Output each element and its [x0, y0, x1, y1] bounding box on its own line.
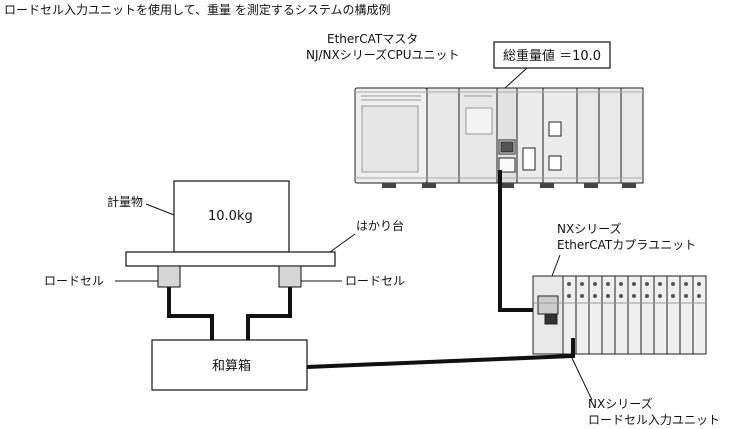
- platform-label: はかり台: [356, 218, 404, 233]
- loadcell-right-label: ロードセル: [345, 274, 405, 288]
- measured-object: [173, 180, 290, 253]
- object-label: 計量物: [107, 194, 143, 209]
- loadcell-unit-label-line1: NXシリーズ: [588, 396, 653, 411]
- loadcell-unit-label-line2: ロードセル入力ユニット: [588, 413, 720, 427]
- loadcell-left: [157, 265, 181, 288]
- object-weight: 10.0kg: [208, 209, 253, 224]
- cpu-label-line1: EtherCATマスタ: [327, 32, 418, 46]
- diagram-title: ロードセル入力ユニットを使用して、重量 を測定するシステムの構成例: [4, 2, 391, 17]
- loadcell-cable-right: [246, 287, 292, 340]
- junction-box-label: 和算箱: [212, 358, 251, 374]
- ethercat-cable: [498, 170, 547, 312]
- total-weight-callout: 総重量値 ＝10.0: [471, 41, 611, 119]
- loadcell-cable-left: [167, 287, 214, 340]
- signal-cable: [306, 338, 575, 369]
- coupler-label-line2: EtherCATカプラユニット: [557, 238, 696, 252]
- cpu-unit: [354, 87, 644, 188]
- cpu-label-line2: NJ/NXシリーズCPUユニット: [306, 47, 460, 62]
- scale-platform: [125, 251, 336, 267]
- coupler-label-line1: NXシリーズ: [557, 221, 622, 236]
- total-weight-value: 総重量値 ＝10.0: [503, 48, 601, 64]
- loadcell-left-label: ロードセル: [44, 274, 104, 288]
- loadcell-right: [278, 265, 302, 288]
- nx-slice-rack: [532, 275, 707, 355]
